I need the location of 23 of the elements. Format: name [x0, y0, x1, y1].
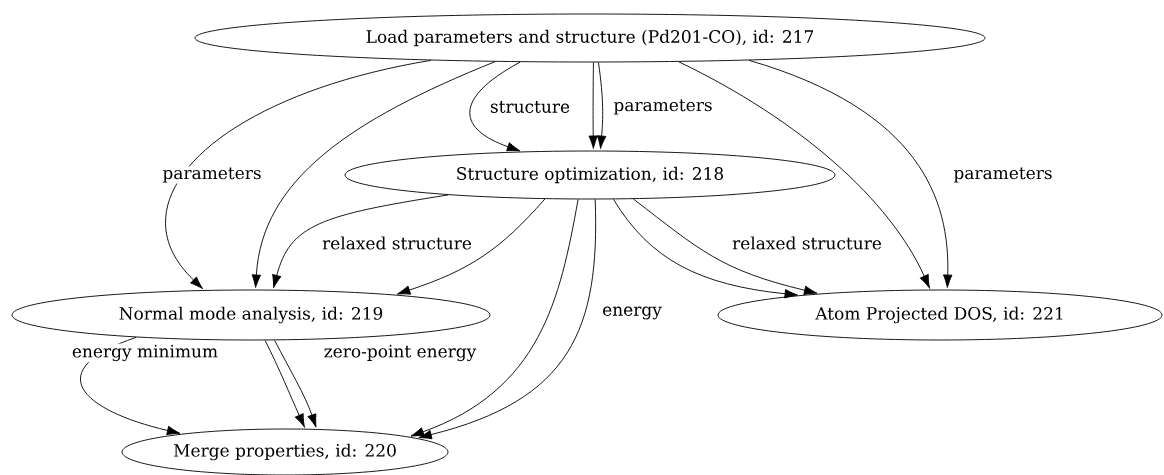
arrow: [165, 59, 432, 290]
edge-label: relaxed structure: [731, 235, 883, 251]
arrow: [80, 336, 181, 436]
arrow: [748, 59, 953, 288]
arrow: [272, 194, 449, 289]
arrow: [396, 198, 546, 295]
edge-label: parameters: [612, 98, 714, 116]
arrow: [274, 339, 317, 428]
edge-label: zero-point energy: [322, 343, 478, 363]
edge-label: energy: [601, 305, 663, 321]
arrow: [469, 61, 521, 152]
arrow: [264, 339, 305, 428]
edge-label: relaxed structure: [321, 235, 473, 251]
arrow: [596, 62, 607, 149]
edge-label: parameters: [161, 166, 263, 184]
arrow: [588, 62, 598, 149]
arrow: [678, 61, 930, 289]
arrow: [613, 198, 798, 299]
edge-label: parameters: [952, 166, 1054, 184]
edge-label: energy minimum: [70, 343, 220, 363]
arrow: [251, 61, 496, 288]
arrow: [632, 198, 818, 295]
edge-label: structure: [488, 100, 572, 114]
